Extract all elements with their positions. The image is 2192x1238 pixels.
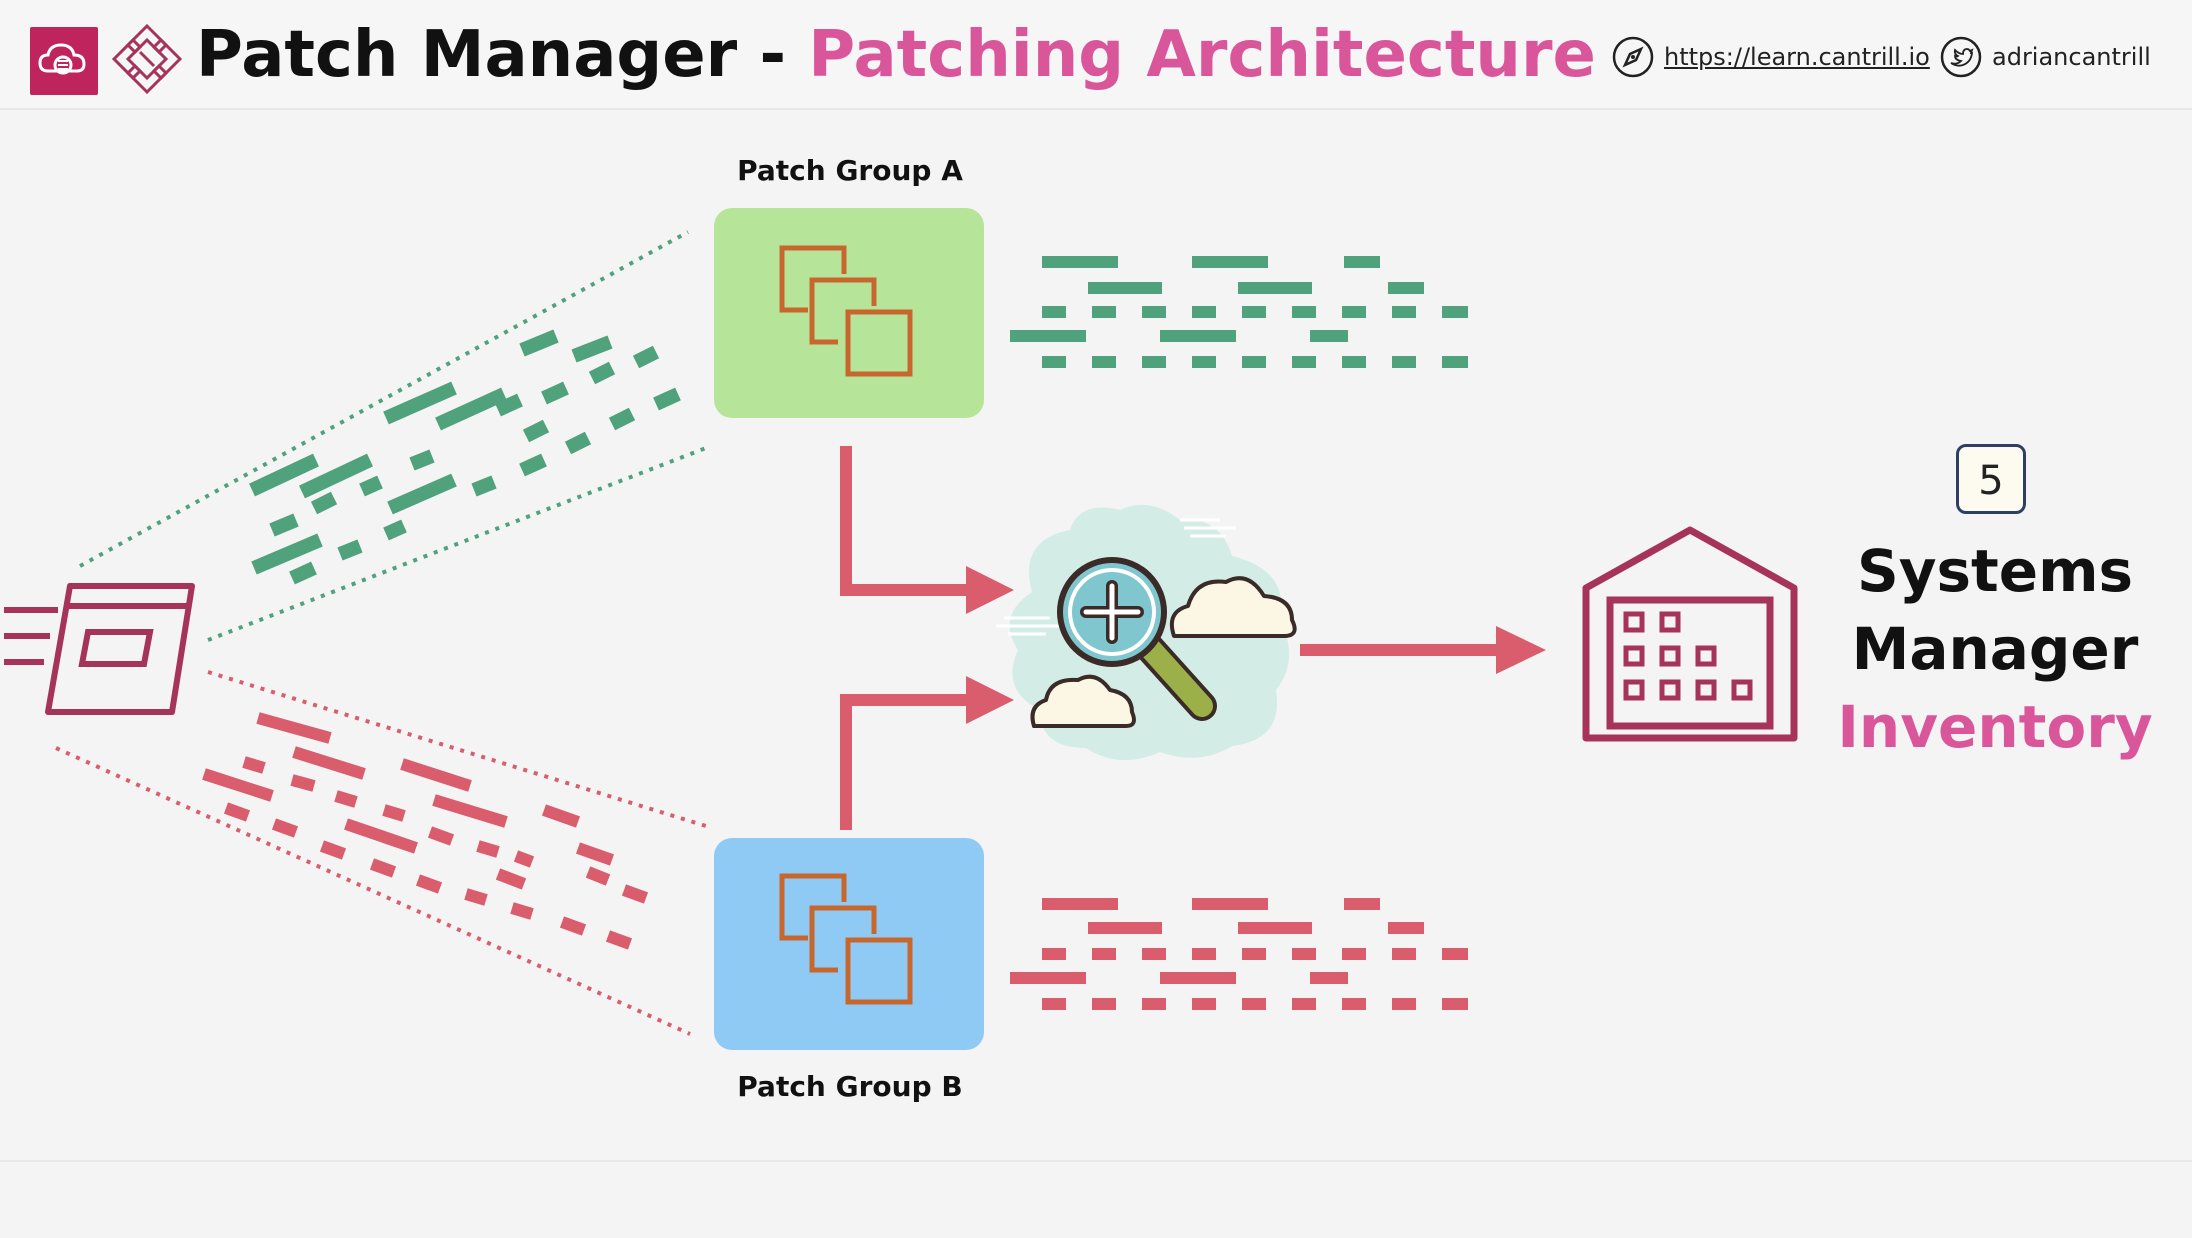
aws-service-logo [30,27,98,95]
patch-group-a-box [714,208,984,418]
arrow-heads [966,566,1546,724]
patch-manager-logo-icon [111,23,183,95]
group-b-output-dashes [1010,898,1468,1010]
header-bar: Patch Manager - Patching Architecture ht… [0,0,2192,110]
boundary-line-green-top [79,230,689,568]
patch-traffic-green [249,329,681,585]
footer-divider [0,1160,2192,1162]
inventory-line-2: Manager [1851,615,2139,683]
arrow-group-a-to-scan [840,446,970,596]
magnifier-cloud-icon [996,504,1297,761]
arrow-group-b-to-scan [840,694,970,830]
twitter-handle[interactable]: adriancantrill [1992,43,2151,71]
inventory-line-3: Inventory [1837,693,2153,761]
website-url[interactable]: https://learn.cantrill.io [1664,43,1930,71]
inventory-line-1: Systems [1856,537,2134,605]
flow-arrows [840,446,1500,830]
twitter-bird-icon [1940,36,1982,78]
patch-group-b-label: Patch Group B [737,1070,963,1103]
page-title: Patch Manager - Patching Architecture [196,10,1596,100]
inventory-label: Systems Manager Inventory [1810,532,2180,766]
boundary-line-red-bottom [55,746,691,1036]
website-link[interactable]: https://learn.cantrill.io [1612,30,1930,84]
title-main: Patch Manager - [196,18,786,92]
group-a-output-dashes [1010,256,1468,368]
boundary-line-green-bottom [207,446,707,642]
twitter-link[interactable]: adriancantrill [1940,30,2170,84]
traffic-boundaries [55,230,707,1036]
ec2-instances-icon [779,245,913,377]
patch-traffic-red [202,712,649,950]
compass-icon [1612,36,1654,78]
warehouse-icon [1582,526,1798,742]
patch-baseline-icon [4,583,195,715]
title-accent: Patching Architecture [808,18,1596,92]
cloud-gear-icon [38,43,86,75]
patch-group-b-box [714,838,984,1050]
step-number-badge: 5 [1956,444,2026,514]
ec2-instances-icon [779,873,913,1005]
patch-group-a-label: Patch Group A [737,154,963,187]
